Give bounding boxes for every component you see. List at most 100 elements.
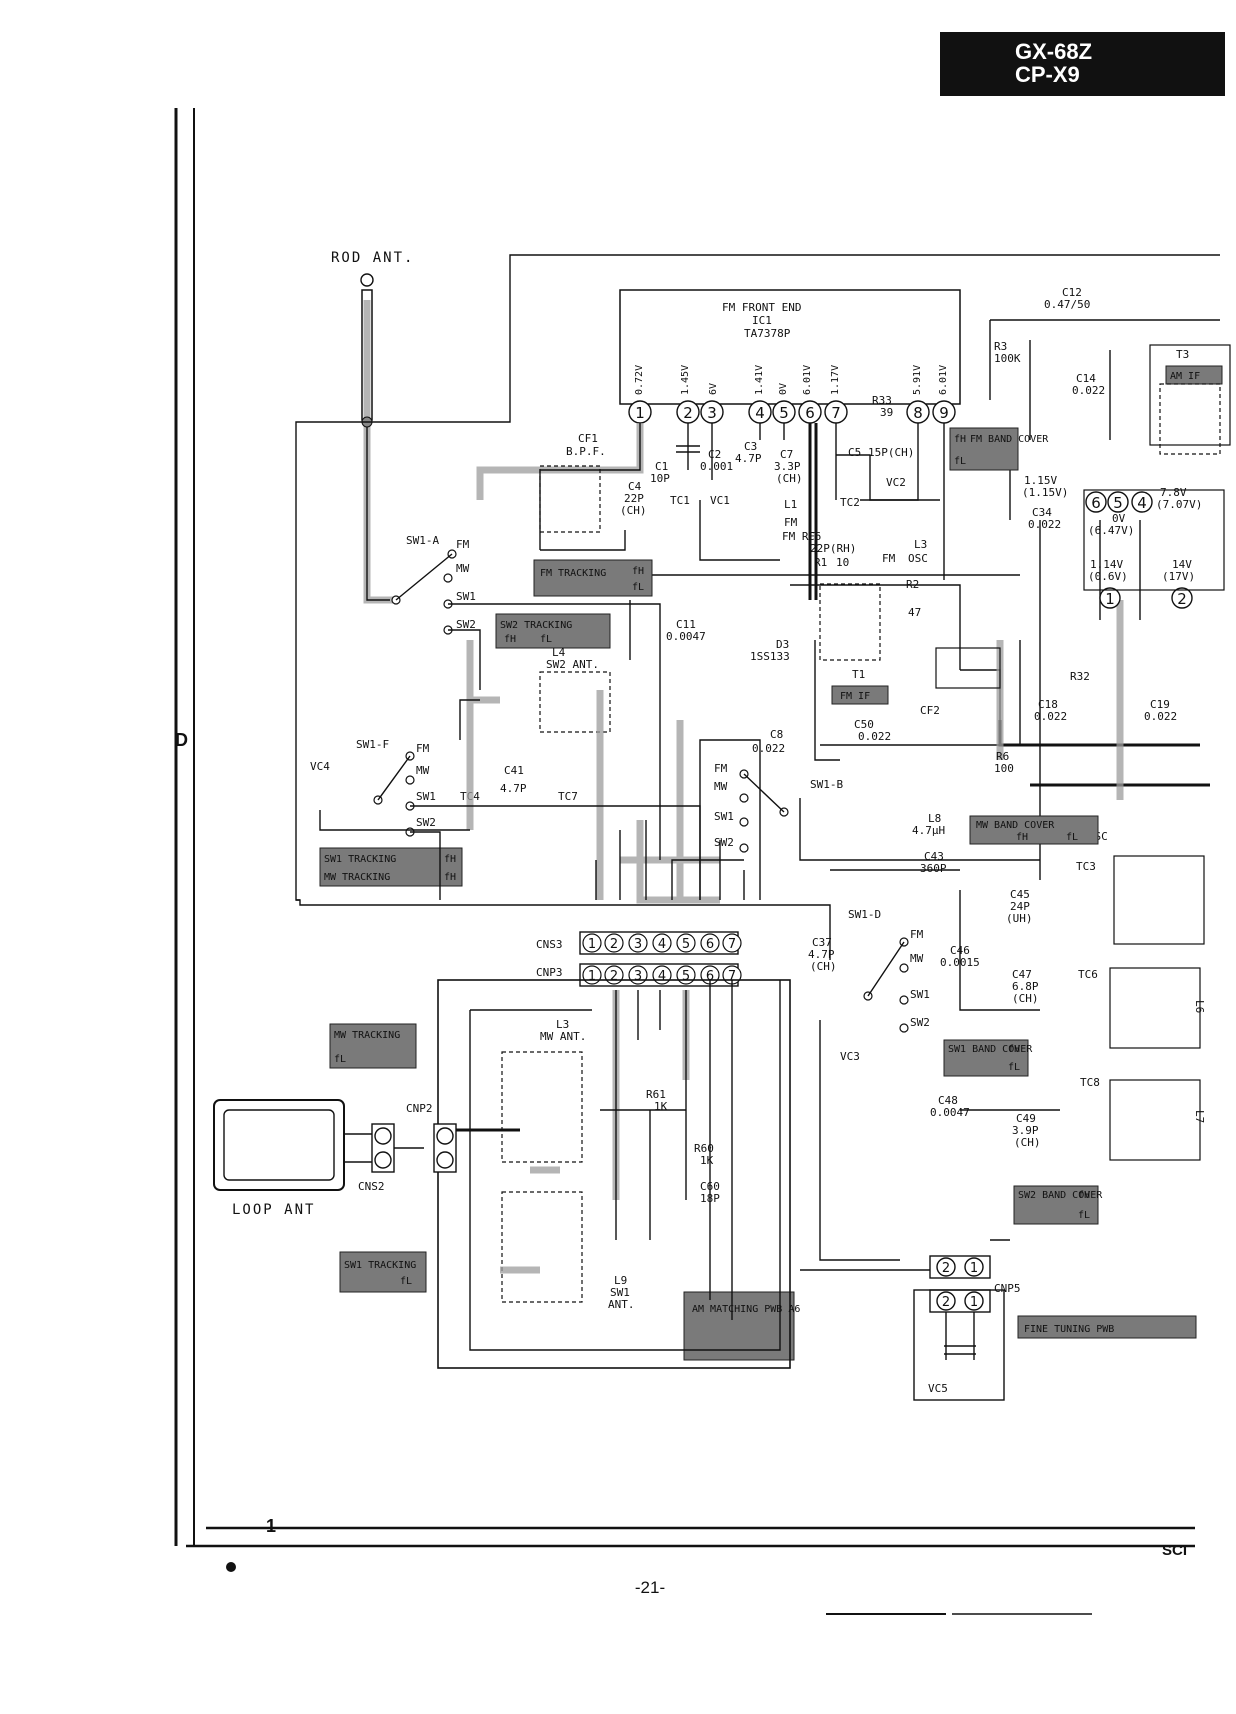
svg-text:SW1: SW1 [610,1286,630,1299]
svg-text:3: 3 [707,404,717,422]
svg-text:1.14V: 1.14V [1090,558,1123,571]
svg-text:0.022: 0.022 [1034,710,1067,723]
svg-text:100: 100 [994,762,1014,775]
svg-text:22P(RH): 22P(RH) [810,542,856,555]
svg-text:SW1-A: SW1-A [406,534,439,547]
svg-text:L3: L3 [556,1018,569,1031]
svg-text:5: 5 [779,404,789,422]
svg-text:MW BAND COVER: MW BAND COVER [976,820,1055,831]
svg-text:6: 6 [1091,494,1101,512]
svg-text:(CH): (CH) [1012,992,1039,1005]
highlight-sw1-tracking-lower: SW1 TRACKING fL [339,1251,427,1293]
svg-text:7: 7 [728,969,736,984]
cns2-cnp2-connectors [371,1123,457,1173]
svg-text:C11: C11 [676,618,696,631]
svg-text:MW TRACKING: MW TRACKING [324,872,390,883]
svg-text:CF1: CF1 [578,432,598,445]
svg-text:VC2: VC2 [886,476,906,489]
svg-text:SW1-D: SW1-D [848,908,881,921]
svg-text:4: 4 [1137,494,1147,512]
svg-text:SW1: SW1 [416,790,436,803]
svg-text:MW TRACKING: MW TRACKING [334,1030,400,1041]
svg-text:(6.47V): (6.47V) [1088,524,1134,537]
grid-column-number: 1 [266,1516,277,1536]
svg-text:TC2: TC2 [840,496,860,509]
svg-text:FM: FM [784,516,798,529]
svg-text:fL: fL [400,1276,412,1287]
svg-text:SW1: SW1 [456,590,476,603]
svg-text:SW2 TRACKING: SW2 TRACKING [500,620,572,631]
svg-text:4.7P: 4.7P [500,782,527,795]
svg-text:C50: C50 [854,718,874,731]
svg-text:AM MATCHING PWB A6: AM MATCHING PWB A6 [692,1304,800,1315]
svg-text:L9: L9 [614,1274,627,1287]
svg-text:(CH): (CH) [776,472,803,485]
svg-text:fH: fH [444,872,456,883]
loop-antenna-icon [213,1099,345,1191]
svg-text:fH: fH [504,634,516,645]
svg-text:fH: fH [1078,1190,1090,1201]
svg-text:100K: 100K [994,352,1021,365]
svg-text:R61: R61 [646,1088,666,1101]
rod-ant-label: ROD ANT. [331,250,414,266]
svg-text:2: 2 [942,1261,950,1276]
svg-text:2: 2 [683,404,693,422]
svg-text:1: 1 [970,1295,978,1310]
svg-text:fH: fH [1008,1044,1020,1055]
svg-text:R6: R6 [996,750,1009,763]
svg-text:MW ANT.: MW ANT. [540,1030,586,1043]
svg-text:CNP5: CNP5 [994,1282,1021,1295]
svg-text:FM: FM [416,742,430,755]
coil-blocks [501,383,1221,1303]
svg-text:0V: 0V [1112,512,1126,525]
svg-text:D3: D3 [776,638,789,651]
svg-text:5: 5 [682,937,690,952]
rod-ant-terminal [360,273,374,287]
svg-text:1SS133: 1SS133 [750,650,790,663]
svg-text:(CH): (CH) [1014,1136,1041,1149]
model-badge: GX-68Z CP-X9 [940,32,1225,96]
svg-text:24P: 24P [1010,900,1030,913]
svg-text:(CH): (CH) [810,960,837,973]
svg-text:FM: FM [910,928,924,941]
svg-text:4.7μH: 4.7μH [912,824,945,837]
svg-text:15P(CH): 15P(CH) [868,446,914,459]
svg-text:C60: C60 [700,1180,720,1193]
svg-text:SW1-F: SW1-F [356,738,389,751]
svg-text:2: 2 [610,937,618,952]
svg-text:1: 1 [588,937,596,952]
svg-text:2: 2 [1177,590,1187,608]
svg-text:C2: C2 [708,448,721,461]
svg-text:C34: C34 [1032,506,1052,519]
svg-text:T1: T1 [852,668,865,681]
svg-text:SW1: SW1 [714,810,734,823]
svg-text:6: 6 [805,404,815,422]
svg-text:C49: C49 [1016,1112,1036,1125]
svg-text:0.022: 0.022 [1144,710,1177,723]
svg-text:C4: C4 [628,480,642,493]
svg-text:C5: C5 [848,446,861,459]
svg-text:C48: C48 [938,1094,958,1107]
svg-text:(CH): (CH) [620,504,647,517]
svg-text:4.7P: 4.7P [735,452,762,465]
svg-text:MW: MW [416,764,430,777]
svg-text:C18: C18 [1038,698,1058,711]
grid-edge-letter: D [175,730,188,750]
svg-text:B.P.F.: B.P.F. [566,445,606,458]
svg-text:fH: fH [954,434,966,445]
highlight-fm-band-cover: FM BAND COVER fH fL [949,427,1049,471]
svg-text:360P: 360P [920,862,947,875]
highlight-mw-band-cover: MW BAND COVER fH fL [969,815,1099,845]
svg-text:MW: MW [910,952,924,965]
svg-text:1: 1 [635,404,645,422]
svg-text:fL: fL [1078,1210,1090,1221]
highlight-sw2-tracking: SW2 TRACKING fH fL [495,613,611,649]
svg-text:3.9P: 3.9P [1012,1124,1039,1137]
svg-text:3: 3 [634,969,642,984]
svg-text:SW1-B: SW1-B [810,778,843,791]
highlight-fine-tuning: FINE TUNING PWB [1017,1315,1197,1339]
highlight-fm-if: FM IF [831,685,889,705]
svg-text:fH: fH [444,854,456,865]
svg-text:0.022: 0.022 [752,742,785,755]
